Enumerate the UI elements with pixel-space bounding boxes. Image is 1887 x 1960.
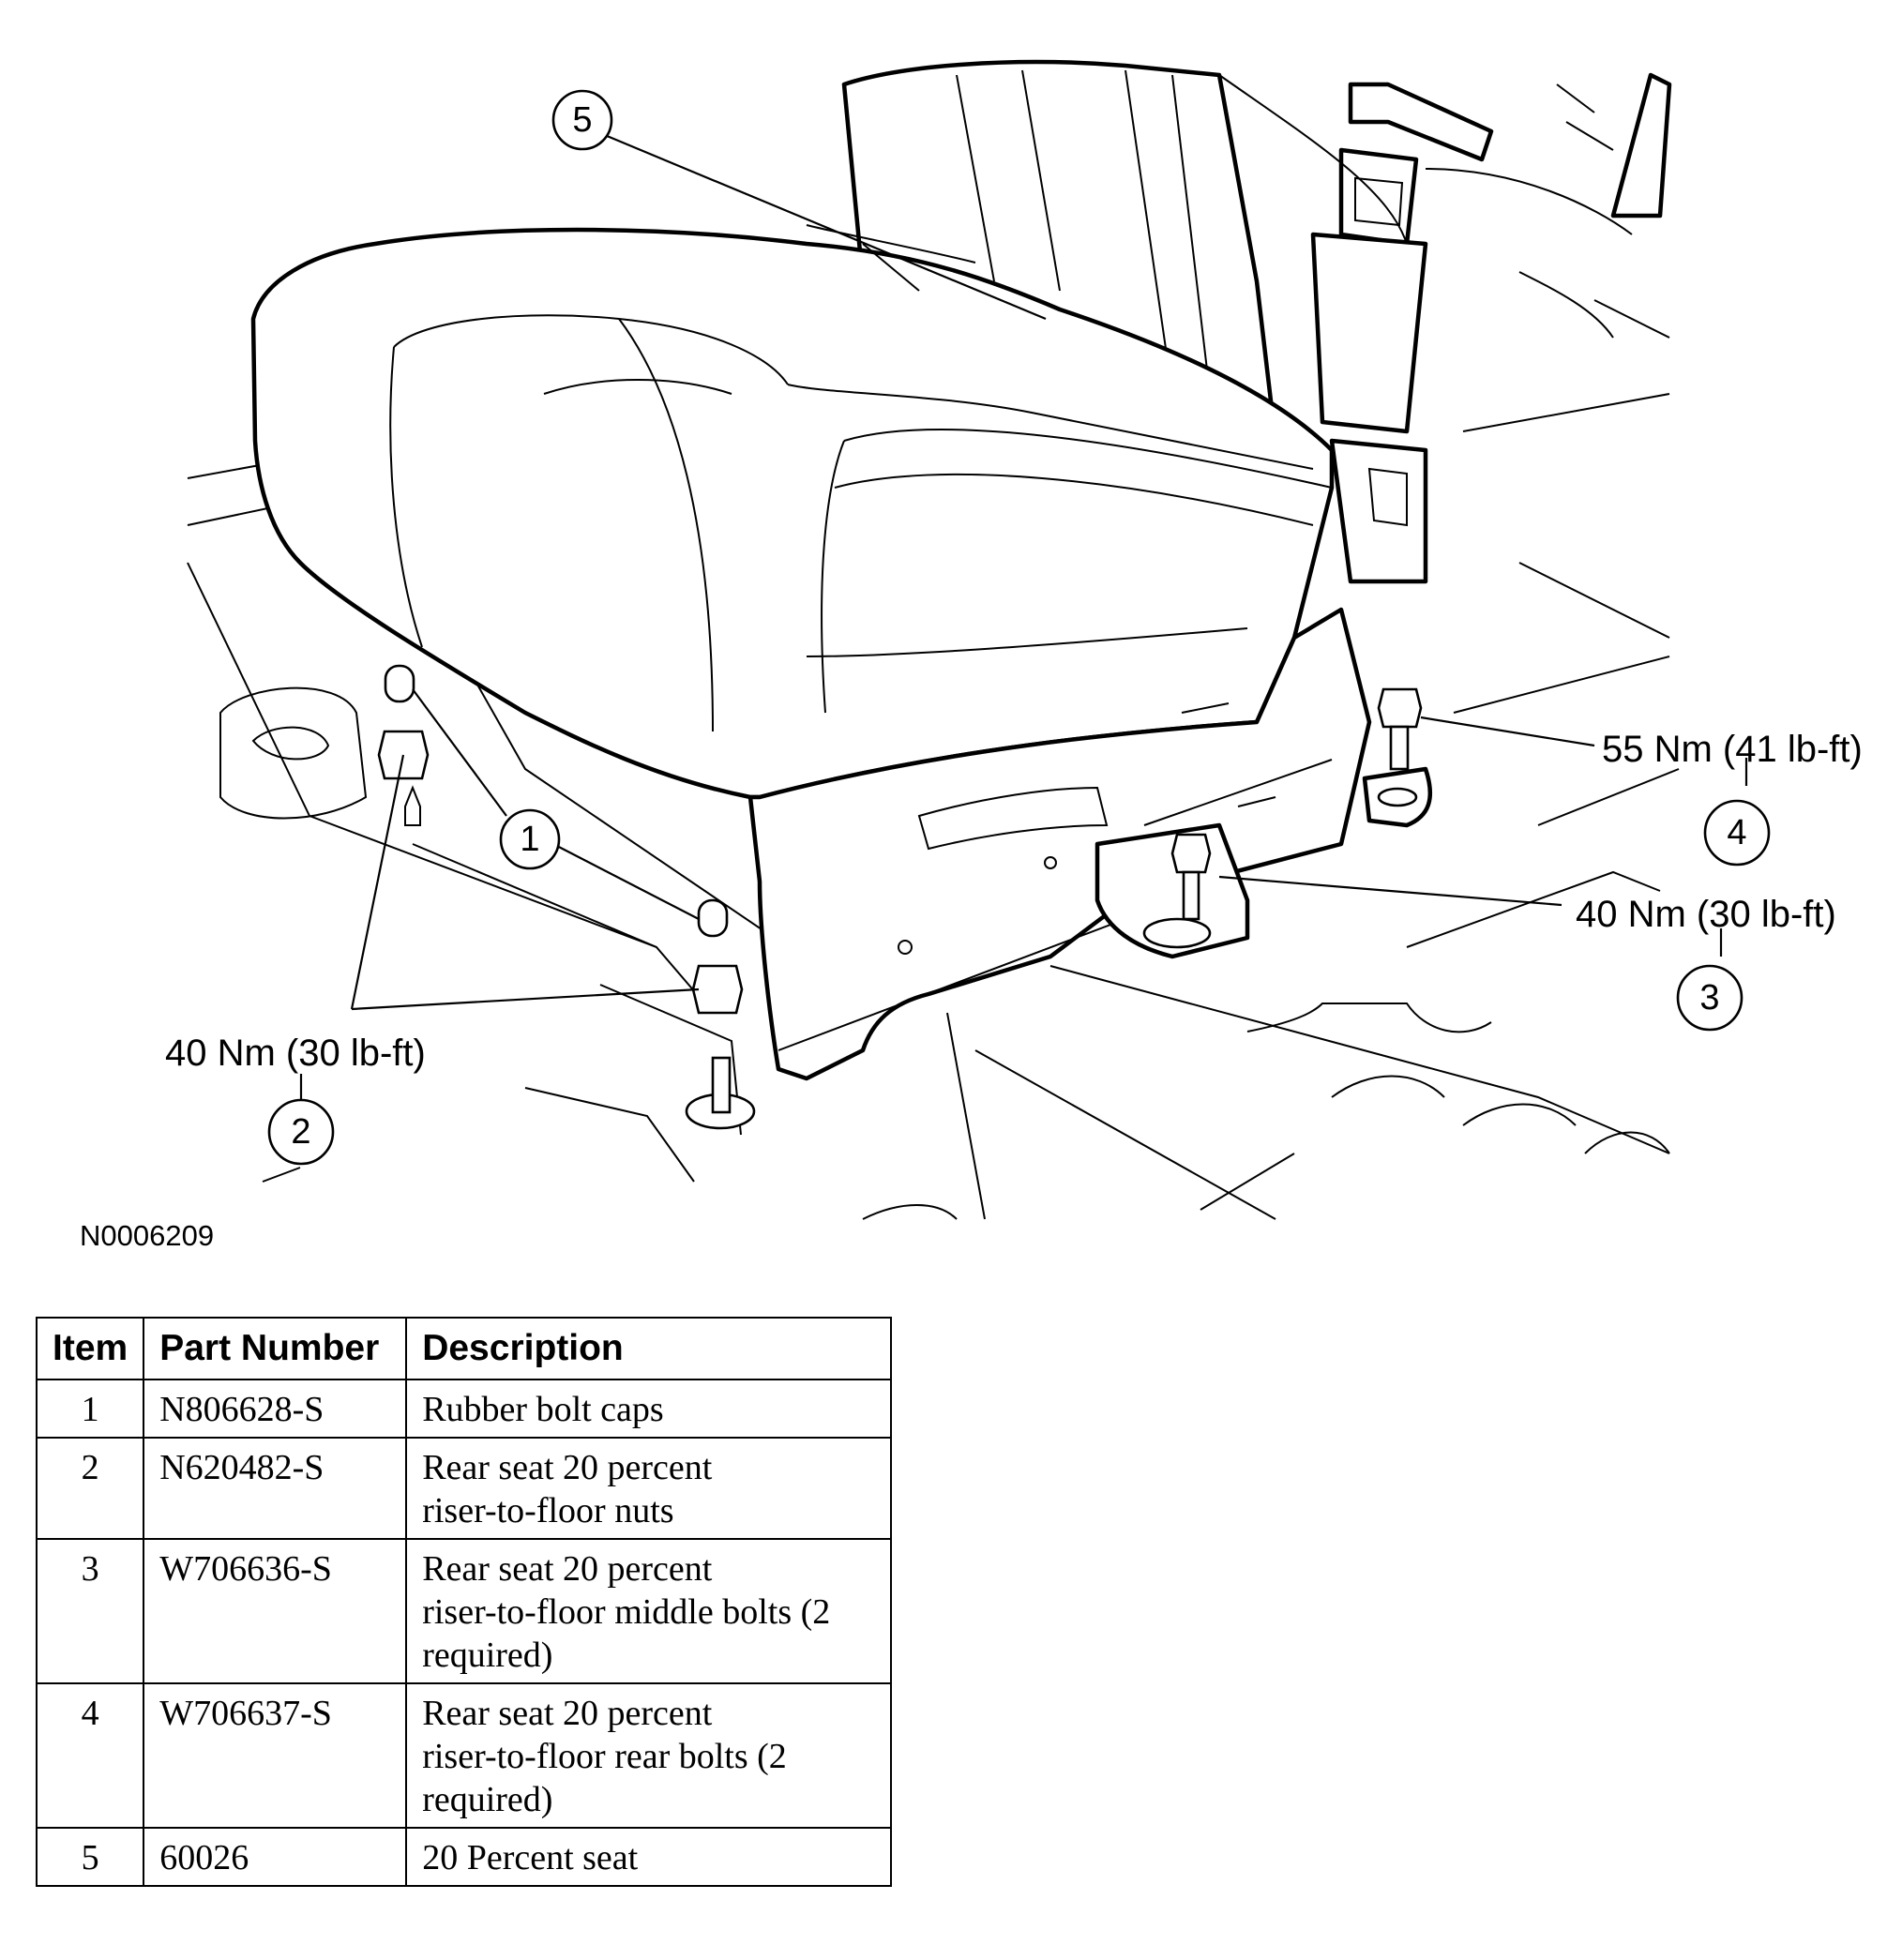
bolt-cap-left <box>384 664 415 703</box>
cell-item: 2 <box>35 1437 145 1540</box>
table-row: 4 W706637-S Rear seat 20 percent riser-t… <box>35 1682 893 1829</box>
cell-description: Rear seat 20 percent riser-to-floor midd… <box>405 1538 893 1684</box>
cell-description: Rear seat 20 percent riser-to-floor rear… <box>405 1682 893 1829</box>
svg-text:1: 1 <box>520 820 539 859</box>
cell-item: 5 <box>35 1827 145 1887</box>
description-line: riser-to-floor rear bolts (2 <box>422 1737 787 1776</box>
svg-text:5: 5 <box>572 100 592 140</box>
description-line: required) <box>422 1636 553 1675</box>
bolt-cap-front <box>697 898 729 938</box>
seat-riser <box>747 607 1372 1081</box>
description-line: 20 Percent seat <box>422 1838 639 1877</box>
torque-label-2: 40 Nm (30 lb-ft) <box>165 1033 426 1074</box>
cell-part-number: N806628-S <box>143 1379 408 1439</box>
callout-2: 40 Nm (30 lb-ft) 2 <box>165 1033 426 1166</box>
torque-label-3: 40 Nm (30 lb-ft) <box>1576 894 1836 935</box>
cell-description: 20 Percent seat <box>405 1827 893 1887</box>
description-line: Rear seat 20 percent <box>422 1448 713 1487</box>
figure-id: N0006209 <box>80 1219 214 1252</box>
description-line: Rear seat 20 percent <box>422 1694 713 1733</box>
table-header-row: Item Part Number Description <box>35 1317 893 1380</box>
callout-1: 1 <box>499 808 561 870</box>
parts-table: Item Part Number Description 1 N806628-S… <box>35 1317 893 1887</box>
description-line: Rear seat 20 percent <box>422 1549 713 1589</box>
seat-installation-illustration: 5 1 40 Nm (30 lb-ft) 2 40 Nm (30 lb-ft) … <box>80 59 1863 1252</box>
cell-item: 4 <box>35 1682 145 1829</box>
cell-description: Rubber bolt caps <box>405 1379 893 1439</box>
description-line: required) <box>422 1780 553 1819</box>
callout-4: 55 Nm (41 lb-ft) 4 <box>1602 729 1863 867</box>
cell-description: Rear seat 20 percent riser-to-floor nuts <box>405 1437 893 1540</box>
stud-front <box>711 1056 732 1114</box>
header-description: Description <box>405 1317 893 1380</box>
header-item: Item <box>35 1317 145 1380</box>
callout-5: 5 <box>551 89 613 151</box>
leader-lines <box>299 131 1748 1099</box>
description-line: Rubber bolt caps <box>422 1390 664 1429</box>
nut-front <box>691 964 744 1015</box>
bolt-rear <box>1377 687 1423 729</box>
table-row: 5 60026 20 Percent seat <box>35 1827 893 1887</box>
callout-3: 40 Nm (30 lb-ft) 3 <box>1576 894 1836 1032</box>
svg-text:2: 2 <box>291 1112 310 1152</box>
cell-part-number: W706637-S <box>143 1682 408 1829</box>
svg-text:4: 4 <box>1727 813 1746 852</box>
middle-bracket <box>1094 822 1250 959</box>
seat-belt <box>1310 72 1672 584</box>
floor-pan <box>187 299 1680 1220</box>
torque-label-4: 55 Nm (41 lb-ft) <box>1602 729 1863 770</box>
cell-part-number: N620482-S <box>143 1437 408 1540</box>
header-part-number: Part Number <box>143 1317 408 1380</box>
cell-part-number: W706636-S <box>143 1538 408 1684</box>
svg-text:3: 3 <box>1699 978 1719 1018</box>
table-row: 2 N620482-S Rear seat 20 percent riser-t… <box>35 1437 893 1540</box>
description-line: riser-to-floor nuts <box>422 1491 674 1530</box>
cell-item: 3 <box>35 1538 145 1684</box>
table-row: 1 N806628-S Rubber bolt caps <box>35 1379 893 1439</box>
bolt-middle <box>1170 833 1212 874</box>
table-row: 3 W706636-S Rear seat 20 percent riser-t… <box>35 1538 893 1684</box>
cell-part-number: 60026 <box>143 1827 408 1887</box>
cell-item: 1 <box>35 1379 145 1439</box>
description-line: riser-to-floor middle bolts (2 <box>422 1592 831 1632</box>
